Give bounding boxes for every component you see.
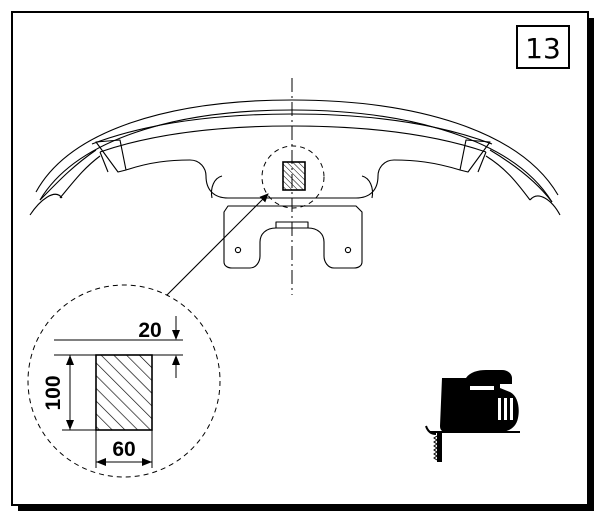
detail-view: 20 100 60 (27, 284, 221, 478)
detail-callout-circle (261, 145, 325, 209)
dim-width-label: 60 (112, 438, 135, 461)
dim-height-label: 100 (42, 375, 65, 410)
cut-section-marker (282, 161, 306, 191)
dim-offset-label: 20 (138, 319, 161, 342)
step-number-badge: 13 (516, 25, 570, 69)
step-number: 13 (525, 32, 561, 65)
cut-rectangle (95, 354, 153, 431)
jigsaw-icon (425, 370, 520, 462)
bracket-drawing (29, 99, 561, 269)
leader-arrow (159, 193, 269, 303)
